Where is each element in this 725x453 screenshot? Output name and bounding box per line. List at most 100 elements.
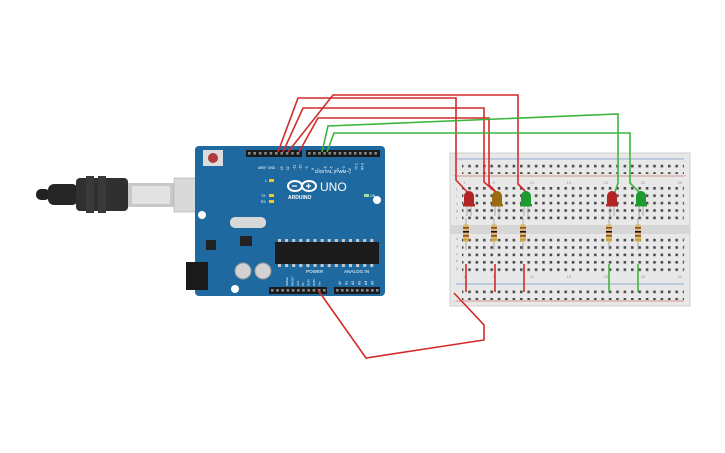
- header-pin[interactable]: [346, 289, 349, 292]
- header-pin[interactable]: [271, 289, 274, 292]
- header-pin[interactable]: [351, 289, 354, 292]
- header-pin[interactable]: [275, 152, 278, 155]
- header-pin[interactable]: [280, 152, 283, 155]
- header-pin[interactable]: [285, 152, 289, 155]
- column-number: 15: [567, 274, 572, 279]
- row-letter: f: [683, 216, 685, 221]
- header-pin[interactable]: [258, 152, 262, 155]
- green-wire-pin-6[interactable]: [326, 132, 643, 196]
- small-chip: [206, 240, 216, 250]
- rail-minus-sign: -: [453, 284, 455, 289]
- led-resistor-group[interactable]: [463, 191, 647, 250]
- header-pin[interactable]: [318, 152, 321, 155]
- header-pin[interactable]: [269, 152, 273, 155]
- row-letter: c: [456, 251, 458, 256]
- on-label: ON: [370, 194, 376, 198]
- analog-pin-label: A5: [371, 281, 375, 285]
- green-wire-pin-7[interactable]: [321, 113, 619, 196]
- header-pin[interactable]: [281, 289, 284, 292]
- led-2[interactable]: [491, 191, 503, 216]
- header-pin[interactable]: [359, 152, 362, 155]
- header-pin[interactable]: [323, 152, 326, 155]
- header-pin[interactable]: [343, 152, 347, 155]
- row-letter: j: [682, 186, 684, 191]
- led-3[interactable]: [520, 191, 532, 216]
- resistor-3[interactable]: [520, 218, 526, 250]
- led-5[interactable]: [635, 191, 647, 216]
- red-wire-pin-12[interactable]: [282, 107, 500, 196]
- header-pin[interactable]: [338, 152, 342, 155]
- header-pin[interactable]: [302, 289, 305, 292]
- header-pin[interactable]: [323, 289, 326, 292]
- rail-plus-sign: +: [453, 299, 456, 304]
- reset-button[interactable]: [203, 150, 223, 166]
- resistor-4[interactable]: [606, 218, 612, 250]
- header-pin[interactable]: [248, 152, 251, 155]
- power-header-label: POWER: [306, 269, 324, 274]
- header-pin[interactable]: [264, 152, 267, 155]
- header-pin[interactable]: [276, 289, 279, 292]
- header-pin[interactable]: [297, 289, 300, 292]
- column-number: 25: [641, 180, 646, 185]
- resistor-1[interactable]: [463, 218, 469, 250]
- header-pin[interactable]: [374, 152, 377, 155]
- row-letter: a: [456, 266, 459, 271]
- chip-pins: [278, 239, 374, 267]
- resistor-2[interactable]: [491, 218, 497, 250]
- header-pin[interactable]: [371, 289, 374, 292]
- chip-pin: [306, 239, 310, 242]
- chip-pin: [370, 239, 374, 242]
- header-pin[interactable]: [312, 289, 316, 292]
- header-pin[interactable]: [364, 152, 367, 155]
- header-pin[interactable]: [307, 289, 310, 292]
- header-pin[interactable]: [313, 152, 316, 155]
- chip-pin: [327, 264, 331, 267]
- led-1[interactable]: [463, 191, 475, 216]
- header-pin[interactable]: [291, 152, 294, 155]
- header-pin[interactable]: [336, 289, 339, 292]
- header-pin[interactable]: [291, 289, 295, 292]
- wires[interactable]: [277, 94, 643, 359]
- red-wire-pin-11[interactable]: [287, 94, 530, 196]
- header-pin[interactable]: [286, 289, 290, 292]
- top-pin-label: ~11: [292, 165, 296, 170]
- top-pin-label: 8: [311, 168, 315, 170]
- header-pin[interactable]: [348, 152, 352, 155]
- header-pin[interactable]: [341, 289, 344, 292]
- header-pin[interactable]: [353, 152, 357, 155]
- header-pin[interactable]: [356, 289, 359, 292]
- row-letter: d: [683, 243, 685, 248]
- column-number: 25: [641, 274, 646, 279]
- header-pin[interactable]: [253, 152, 256, 155]
- header-pin[interactable]: [308, 152, 311, 155]
- power-pin-label: IOREF: [285, 277, 289, 286]
- header-pin[interactable]: [328, 152, 331, 155]
- header-pin[interactable]: [366, 289, 369, 292]
- header-pin[interactable]: [296, 152, 300, 155]
- row-letter: i: [456, 193, 457, 198]
- power-pin-label: GND: [307, 279, 311, 287]
- top-pin-label: ~6: [323, 166, 327, 170]
- header-pin[interactable]: [376, 289, 379, 292]
- capacitor: [254, 262, 272, 280]
- header-pin[interactable]: [333, 152, 337, 155]
- red-wire-gnd[interactable]: [317, 289, 485, 359]
- header-pin[interactable]: [361, 289, 364, 292]
- usb-cable[interactable]: [36, 176, 201, 213]
- red-wire-pin-13[interactable]: [277, 97, 471, 196]
- header-pin[interactable]: [369, 152, 372, 155]
- red-wire-pin-10[interactable]: [298, 117, 500, 196]
- row-letter: e: [456, 236, 459, 241]
- led-4[interactable]: [606, 191, 618, 216]
- top-pin-label: 2: [348, 168, 352, 170]
- row-letter: b: [456, 258, 459, 263]
- mount-hole: [373, 196, 381, 204]
- header-pins: [248, 152, 379, 292]
- chip-pin: [334, 264, 338, 267]
- resistor-5[interactable]: [635, 218, 641, 250]
